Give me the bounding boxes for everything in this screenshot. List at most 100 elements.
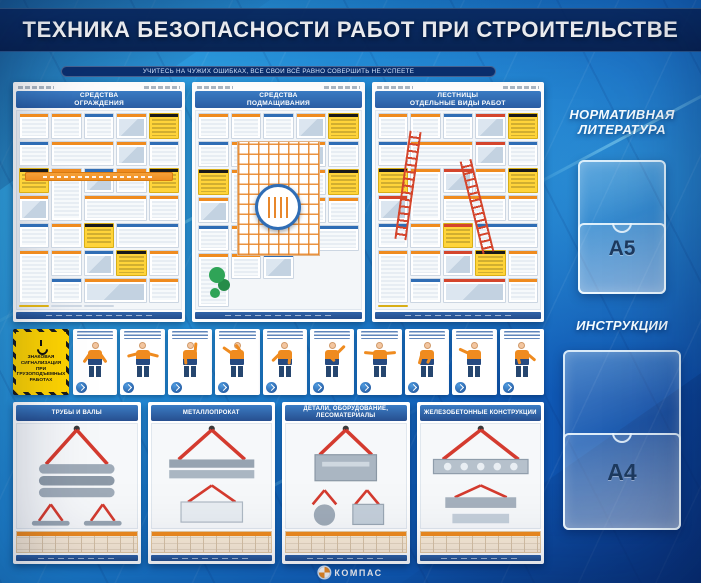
poster-panel: [198, 197, 229, 224]
pocket-front-panel: [563, 433, 681, 530]
poster-panel: [442, 222, 474, 249]
equipment-sling-illustration: [311, 425, 385, 526]
signal-strip: ЗНАКОВАЯ СИГНАЛИЗАЦИЯ ПРИ ГРУЗОПОДЪЕМНЫХ…: [13, 329, 545, 395]
crane-signals-warning-sign: ЗНАКОВАЯ СИГНАЛИЗАЦИЯ ПРИ ГРУЗОПОДЪЕМНЫХ…: [13, 329, 69, 395]
poster-body: [16, 110, 183, 310]
poster-panel: [83, 113, 115, 139]
poster-pipes-shafts: ТРУБЫ И ВАЛЫ: [13, 402, 141, 564]
stand-title: ТЕХНИКА БЕЗОПАСНОСТИ РАБОТ ПРИ СТРОИТЕЛЬ…: [22, 17, 679, 42]
poster-meta-text: [375, 85, 541, 90]
signal-direction-badge: [502, 382, 514, 393]
motto-strip: УЧИТЕСЬ НА ЧУЖИХ ОШИБКАХ, ВСЕ СВОИ ВСЁ Р…: [60, 66, 497, 77]
poster-footer: [195, 312, 362, 319]
poster-panel: [377, 195, 409, 221]
signal-card: [499, 329, 545, 395]
poster-panel: [507, 140, 538, 166]
poster-meta-text: [16, 85, 182, 90]
poster-footer: [16, 555, 138, 561]
signal-direction-badge: [170, 382, 182, 393]
top-posters-row: СРЕДСТВА ОГРАЖДЕНИЯ СРЕДСТВА ПОДМАЩИВАНИ…: [13, 82, 544, 322]
bottom-posters-row: ТРУБЫ И ВАЛЫ МЕ: [13, 402, 544, 564]
signal-direction-badge: [265, 382, 277, 393]
poster-panel: [230, 113, 262, 140]
sling-diagram: [285, 423, 407, 529]
worker-figure: [511, 342, 537, 382]
signal-caption-text: [503, 331, 541, 339]
poster-panel: [83, 305, 115, 307]
poster-panel: [51, 305, 82, 307]
pipes-sling-illustration: [31, 425, 122, 526]
poster-panel: [148, 277, 180, 303]
metal-sling-illustration: [168, 425, 254, 523]
poster-footer: [150, 555, 272, 561]
poster-panel: [198, 225, 229, 252]
spec-table: [419, 531, 541, 553]
poster-panel: [410, 250, 441, 276]
pocket-size-label: А5: [608, 236, 636, 260]
poster-panels: [19, 113, 180, 307]
poster-panel: [116, 222, 180, 249]
worker-figure: [458, 342, 485, 382]
pocket-thumb-notch: [612, 222, 632, 233]
poster-panel: [410, 222, 441, 249]
poster-panel: [198, 113, 229, 140]
signal-caption-text: [361, 331, 398, 339]
poster-panel: [83, 277, 147, 303]
poster-panel: [263, 253, 294, 280]
signal-direction-badge: [407, 382, 419, 393]
signal-direction-badge: [313, 382, 325, 393]
signal-card: [404, 329, 450, 395]
signal-card: [452, 329, 497, 395]
poster-meta-text: [195, 85, 361, 90]
signal-cards-row: [73, 329, 545, 395]
poster-title: МЕТАЛЛОПРОКАТ: [150, 405, 272, 421]
signal-direction-badge: [76, 382, 87, 393]
signal-caption-text: [456, 331, 493, 339]
poster-title: ЖЕЛЕЗОБЕТОННЫЕ КОНСТРУКЦИИ: [419, 405, 541, 421]
poster-panel: [507, 195, 538, 221]
poster-concrete-structures: ЖЕЛЕЗОБЕТОННЫЕ КОНСТРУКЦИИ: [416, 402, 544, 564]
instructions-label: ИНСТРУКЦИИ: [576, 318, 668, 333]
spec-table: [16, 531, 138, 553]
signal-direction-badge: [455, 382, 467, 393]
signal-direction-badge: [360, 382, 372, 393]
poster-panel: [475, 250, 506, 276]
poster-panel: [507, 277, 538, 303]
poster-panel: [83, 250, 115, 276]
pocket-thumb-notch: [612, 433, 632, 444]
poster-panel: [328, 169, 359, 196]
signal-card: [73, 329, 118, 395]
signal-card: [120, 329, 165, 395]
poster-panel: [442, 113, 474, 139]
warning-sign-text: ЗНАКОВАЯ СИГНАЛИЗАЦИЯ ПРИ ГРУЗОПОДЪЕМНЫХ…: [16, 354, 66, 384]
poster-panel: [19, 140, 50, 166]
signal-card: [357, 329, 402, 395]
poster-panel: [230, 253, 262, 280]
poster-panel: [116, 140, 147, 166]
worker-figure: [82, 342, 108, 382]
sling-diagram: [150, 423, 272, 529]
poster-panel: [507, 113, 538, 139]
sling-diagram: [16, 423, 138, 529]
worker-figure: [126, 342, 159, 382]
signal-caption-text: [124, 331, 161, 339]
poster-panel: [19, 113, 50, 139]
poster-panel: [198, 169, 229, 196]
brand-logo: КОМПАС: [318, 567, 382, 578]
poster-title: ДЕТАЛИ, ОБОРУДОВАНИЕ, ЛЕСОМАТЕРИАЛЫ: [285, 405, 407, 421]
poster-title: СРЕДСТВА ОГРАЖДЕНИЯ: [16, 91, 183, 109]
poster-panel: [51, 113, 82, 139]
poster-panel: [83, 195, 147, 221]
poster-panel: [51, 222, 82, 249]
poster-panel: [148, 113, 180, 139]
signal-caption-text: [408, 331, 446, 339]
poster-panel: [116, 113, 147, 139]
poster-panel: [116, 250, 147, 276]
poster-panel: [19, 222, 50, 249]
brand-name: КОМПАС: [334, 567, 383, 578]
compass-icon: [318, 567, 330, 578]
poster-panel: [377, 305, 409, 307]
orange-section-header: [25, 172, 174, 182]
poster-panel: [507, 167, 538, 194]
poster-panel: [377, 250, 409, 303]
